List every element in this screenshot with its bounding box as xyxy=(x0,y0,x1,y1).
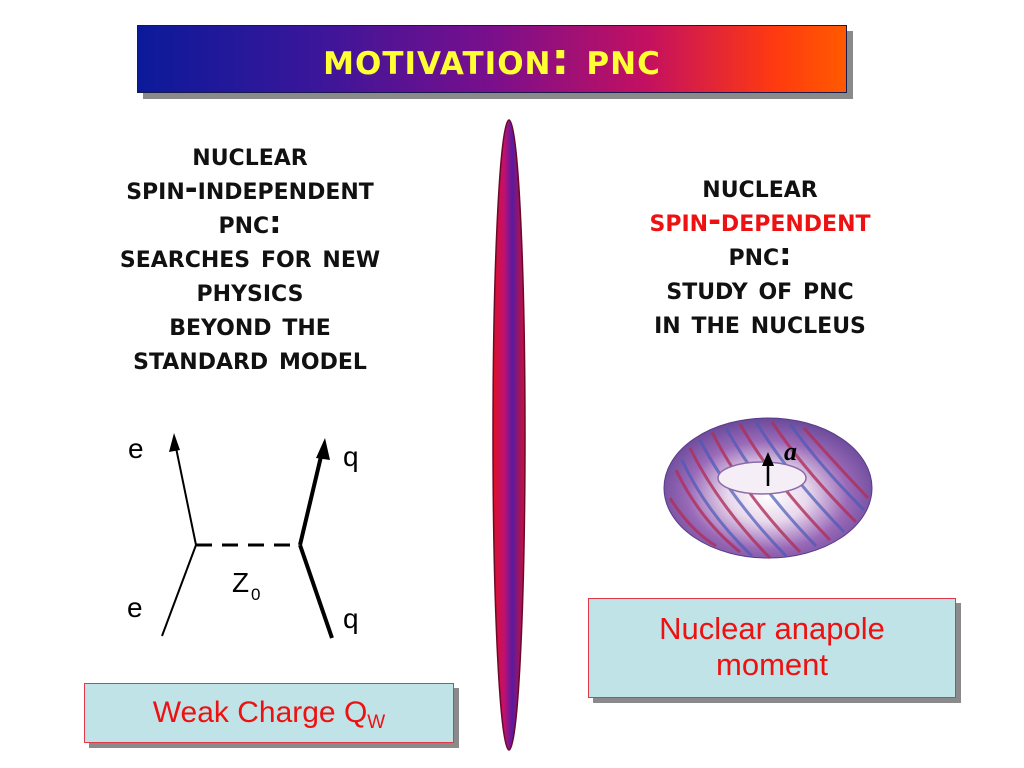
weak-charge-subscript: W xyxy=(367,712,386,733)
weak-charge-box: Weak Charge QW xyxy=(84,683,454,743)
left-line-6: beyond the xyxy=(169,307,331,343)
label-q-bottom: q xyxy=(343,603,359,634)
slide-title: Motivation: PNC xyxy=(323,33,661,85)
label-z-subscript: 0 xyxy=(251,585,260,604)
left-line-5: physics xyxy=(196,273,304,309)
quark-arrow-icon xyxy=(316,438,330,460)
torus-hole xyxy=(717,461,807,495)
anapole-box: Nuclear anapole moment xyxy=(588,598,956,698)
anapole-line-2: moment xyxy=(716,647,828,682)
right-line-3: PNC: xyxy=(728,237,792,273)
quark-in-line xyxy=(298,544,334,639)
right-line-5: in the nucleus xyxy=(654,305,866,341)
left-column-text: Nuclear spin-independent PNC: Searches f… xyxy=(40,138,460,376)
right-column-text: Nuclear spin-dependent PNC: Study of PNC… xyxy=(560,170,960,340)
electron-out-line xyxy=(173,437,197,546)
left-line-3: PNC: xyxy=(218,205,282,241)
label-e-top: e xyxy=(128,433,144,464)
left-line-4: Searches for new xyxy=(119,239,381,275)
right-line-1: Nuclear xyxy=(702,169,818,205)
anapole-arrow-icon xyxy=(762,452,774,466)
left-line-2: spin-independent xyxy=(126,171,374,207)
torus-image: a xyxy=(663,417,873,560)
right-line-2-highlight: spin-dependent xyxy=(649,203,871,239)
left-line-1: Nuclear xyxy=(192,137,308,173)
vertical-divider xyxy=(492,119,526,751)
anapole-line-1: Nuclear anapole xyxy=(659,611,885,646)
label-e-bottom: e xyxy=(127,592,143,623)
electron-arrow-icon xyxy=(169,433,180,452)
anapole-symbol: a xyxy=(784,437,797,466)
feynman-diagram: e e q q Z 0 xyxy=(127,433,359,639)
label-z-boson: Z xyxy=(232,567,249,598)
label-q-top: q xyxy=(343,441,359,472)
quark-out-line xyxy=(298,447,325,546)
electron-in-line xyxy=(161,544,197,637)
weak-charge-text: Weak Charge Q xyxy=(152,696,368,729)
right-line-4: Study of PNC xyxy=(666,271,854,307)
left-line-7: Standard Model xyxy=(133,341,367,377)
title-banner: Motivation: PNC xyxy=(137,25,847,93)
